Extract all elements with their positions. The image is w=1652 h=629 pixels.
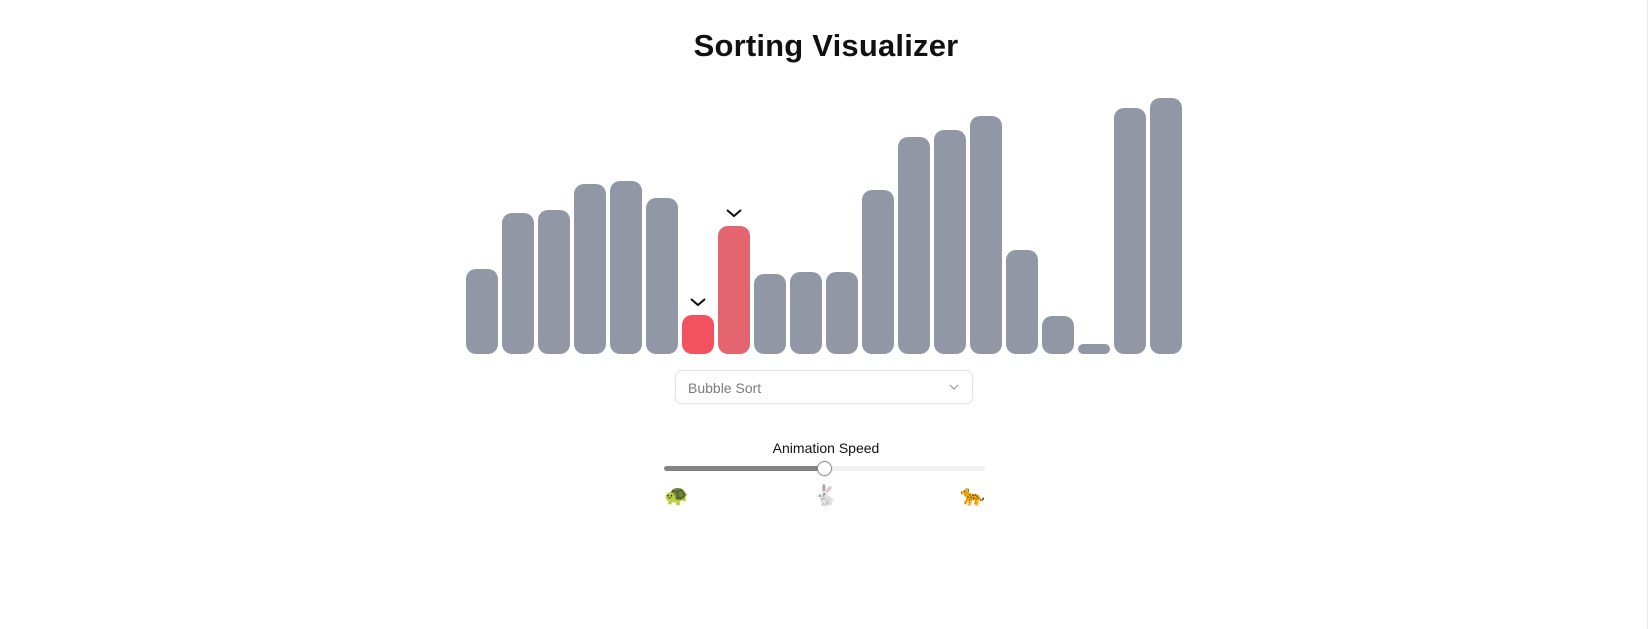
bar-chart bbox=[466, 98, 1182, 354]
bar-13 bbox=[898, 137, 930, 354]
chevron-marker-icon bbox=[726, 209, 742, 218]
slider-fill bbox=[664, 466, 825, 471]
bar-7 bbox=[682, 315, 714, 354]
bar-15 bbox=[970, 116, 1002, 354]
bar-6 bbox=[646, 198, 678, 354]
turtle-icon: 🐢 bbox=[664, 485, 689, 507]
animation-speed-label: Animation Speed bbox=[772, 440, 880, 456]
bar-16 bbox=[1006, 250, 1038, 354]
animation-speed-slider[interactable] bbox=[664, 461, 985, 476]
bar-10 bbox=[790, 272, 822, 354]
bar-1 bbox=[466, 269, 498, 354]
bar-2 bbox=[502, 213, 534, 354]
bar-8 bbox=[718, 226, 750, 354]
bar-3 bbox=[538, 210, 570, 354]
slider-thumb[interactable] bbox=[816, 461, 832, 476]
bar-9 bbox=[754, 274, 786, 354]
bar-11 bbox=[826, 272, 858, 354]
algorithm-select[interactable]: Bubble Sort bbox=[675, 370, 973, 404]
chevron-down-icon bbox=[949, 384, 959, 390]
chevron-marker-icon bbox=[690, 298, 706, 307]
cheetah-icon: 🐆 bbox=[960, 485, 985, 507]
bar-14 bbox=[934, 130, 966, 354]
rabbit-icon: 🐇 bbox=[813, 485, 838, 507]
bar-5 bbox=[610, 181, 642, 354]
bar-12 bbox=[862, 190, 894, 354]
page-title: Sorting Visualizer bbox=[693, 28, 959, 63]
page-border bbox=[1647, 0, 1648, 629]
bar-20 bbox=[1150, 98, 1182, 354]
bar-17 bbox=[1042, 316, 1074, 354]
bar-4 bbox=[574, 184, 606, 354]
algorithm-select-value: Bubble Sort bbox=[688, 380, 762, 396]
bar-19 bbox=[1114, 108, 1146, 354]
bar-18 bbox=[1078, 344, 1110, 354]
